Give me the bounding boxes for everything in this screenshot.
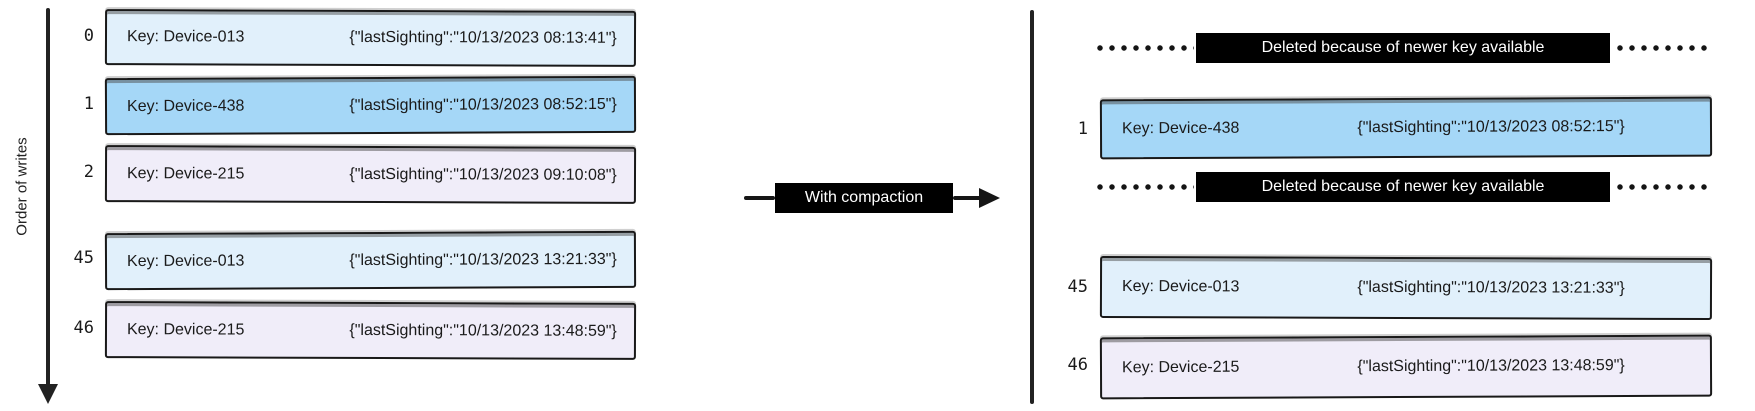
record-key: Key: Device-013 — [1121, 278, 1240, 296]
record-row: Key: Device-215 {"lastSighting":"10/13/2… — [104, 145, 637, 204]
write-index-45: 45 — [73, 248, 94, 268]
deleted-dotted-line — [1094, 45, 1194, 51]
record-key: Key: Device-013 — [126, 28, 245, 46]
record-key: Key: Device-013 — [126, 252, 245, 270]
with-compaction-badge: With compaction — [775, 183, 953, 213]
write-index-1: 1 — [83, 94, 94, 114]
record-row: Key: Device-215 {"lastSighting":"10/13/2… — [104, 301, 637, 360]
record-value: {"lastSighting":"10/13/2023 08:52:15"} — [1357, 118, 1625, 137]
deleted-dotted-line — [1614, 45, 1708, 51]
write-index-46: 46 — [1067, 355, 1088, 375]
compacted-log-divider-line — [1030, 10, 1034, 404]
write-index-1: 1 — [1077, 119, 1088, 139]
record-key: Key: Device-438 — [126, 97, 245, 115]
deleted-dotted-line — [1094, 184, 1194, 190]
record-value: {"lastSighting":"10/13/2023 08:52:15"} — [349, 95, 617, 114]
order-of-writes-arrowhead-icon — [38, 384, 58, 404]
record-key: Key: Device-438 — [1121, 119, 1240, 138]
order-of-writes-label: Order of writes — [13, 137, 31, 236]
record-key: Key: Device-215 — [126, 164, 245, 183]
record-value: {"lastSighting":"10/13/2023 09:10:08"} — [349, 165, 617, 184]
record-row: Key: Device-215 {"lastSighting":"10/13/2… — [1099, 334, 1713, 400]
deleted-key-badge: Deleted because of newer key available — [1196, 33, 1610, 63]
record-row: Key: Device-013 {"lastSighting":"10/13/2… — [104, 230, 637, 291]
record-value: {"lastSighting":"10/13/2023 13:21:33"} — [349, 250, 617, 269]
order-of-writes-arrow-line — [46, 8, 50, 386]
write-index-0: 0 — [83, 26, 94, 46]
record-row: Key: Device-438 {"lastSighting":"10/13/2… — [1099, 96, 1713, 160]
record-row: Key: Device-438 {"lastSighting":"10/13/2… — [104, 75, 637, 136]
record-key: Key: Device-215 — [1121, 358, 1240, 377]
write-index-45: 45 — [1067, 277, 1088, 297]
deleted-key-badge: Deleted because of newer key available — [1196, 172, 1610, 202]
write-index-46: 46 — [73, 318, 94, 338]
record-value: {"lastSighting":"10/13/2023 13:21:33"} — [1357, 278, 1625, 297]
record-row: Key: Device-013 {"lastSighting":"10/13/2… — [1099, 255, 1713, 321]
record-value: {"lastSighting":"10/13/2023 13:48:59"} — [1357, 357, 1625, 376]
record-row: Key: Device-013 {"lastSighting":"10/13/2… — [104, 9, 637, 67]
record-value: {"lastSighting":"10/13/2023 13:48:59"} — [349, 321, 617, 340]
write-index-2: 2 — [83, 162, 94, 182]
record-value: {"lastSighting":"10/13/2023 08:13:41"} — [349, 28, 617, 47]
record-key: Key: Device-215 — [126, 320, 245, 339]
compaction-arrowhead-icon — [979, 188, 1000, 208]
deleted-dotted-line — [1614, 184, 1708, 190]
compaction-arrow-shaft — [953, 196, 981, 200]
compaction-arrow-tail — [744, 196, 775, 200]
